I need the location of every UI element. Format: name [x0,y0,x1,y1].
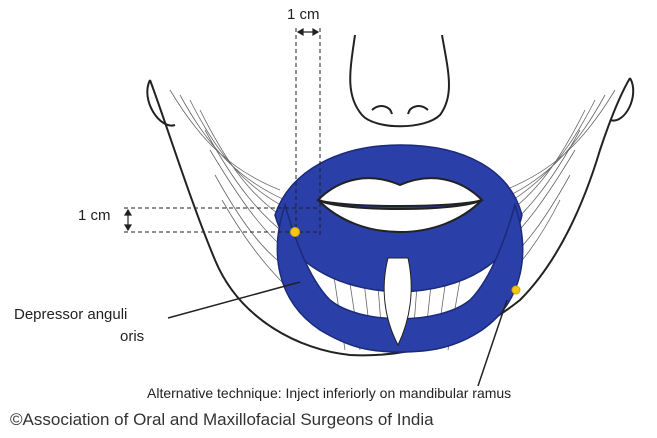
top-measure-label: 1 cm [287,6,320,23]
measure-arrow-horizontal [298,29,318,35]
muscle-label-line1: Depressor anguli [14,306,127,323]
injection-point-alternative [512,286,520,294]
depressor-leader-line [168,282,300,318]
side-measure-label: 1 cm [78,207,111,224]
copyright-notice: ©Association of Oral and Maxillofacial S… [10,410,434,430]
nose [350,35,449,126]
alternative-technique-label: Alternative technique: Inject inferiorly… [147,385,511,401]
muscle-label-line2: oris [120,328,144,345]
measure-arrow-vertical [125,210,131,230]
injection-point-primary [291,228,300,237]
